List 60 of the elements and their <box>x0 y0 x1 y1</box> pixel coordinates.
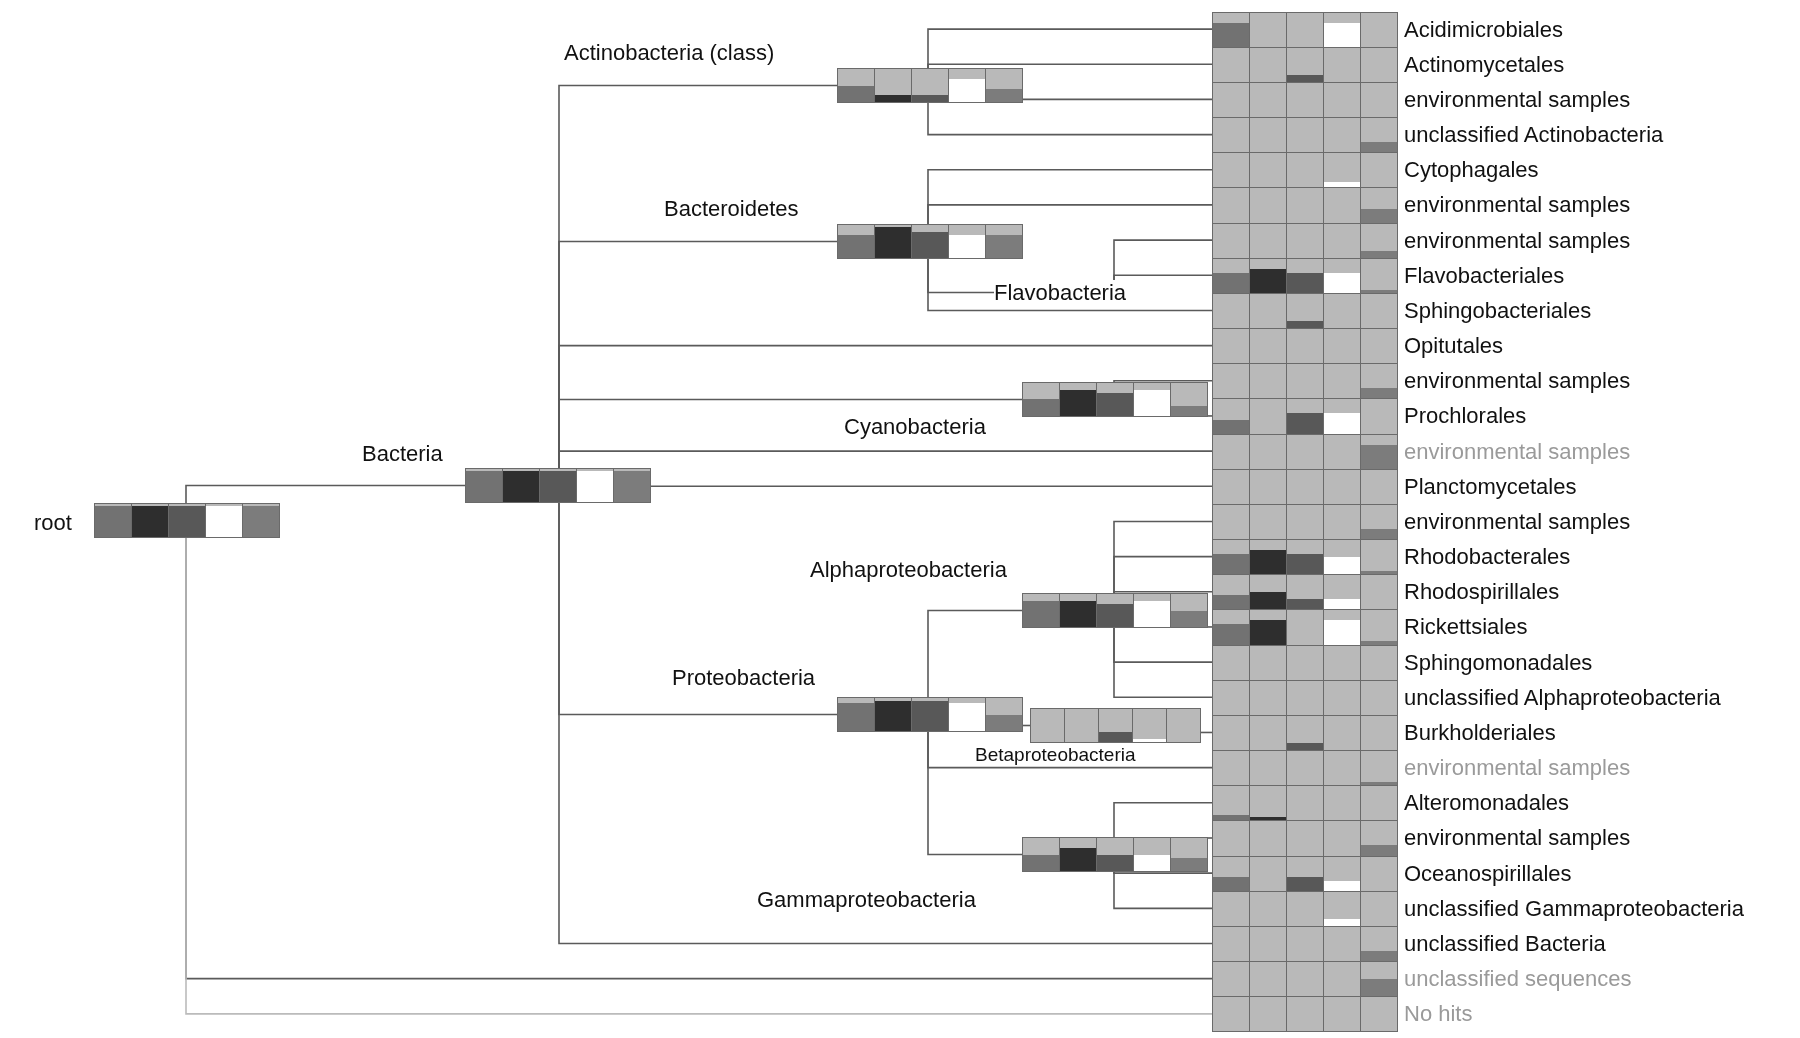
tree-branch <box>1113 802 1213 838</box>
tree-branch <box>1113 379 1213 383</box>
tree-branch <box>1113 274 1213 281</box>
tree-branch <box>927 63 1213 69</box>
taxon-label: Sphingobacteriales <box>1404 297 1592 323</box>
taxon-label: Gammaproteobacteria <box>757 887 976 912</box>
taxon-label: environmental samples <box>1404 227 1631 253</box>
tree-branch <box>185 484 466 504</box>
tree-branch <box>1113 871 1213 874</box>
taxon-label: Flavobacteriales <box>1404 262 1565 288</box>
tree-branch <box>927 258 1213 312</box>
taxon-label: Actinomycetales <box>1404 51 1565 77</box>
taxon-label: Flavobacteria <box>994 280 1127 305</box>
taxon-label: Sphingomonadales <box>1404 649 1593 675</box>
taxon-label: environmental samples <box>1404 508 1631 534</box>
taxon-label: environmental samples <box>1404 755 1631 781</box>
tree-branch <box>927 102 1213 136</box>
tree-branch <box>1207 837 1213 839</box>
taxon-label: Actinobacteria (class) <box>564 40 775 65</box>
taxon-label: unclassified Actinobacteria <box>1404 122 1664 148</box>
taxon-label: Oceanospirillales <box>1404 860 1572 886</box>
taxon-label: Burkholderiales <box>1404 719 1556 745</box>
taxon-label: environmental samples <box>1404 368 1631 394</box>
tree-branch <box>1207 626 1213 628</box>
taxon-label: Bacteroidetes <box>664 196 799 221</box>
taxon-label: environmental samples <box>1404 825 1631 851</box>
taxon-label: Prochlorales <box>1404 403 1527 429</box>
tree-branch <box>1113 627 1213 699</box>
taxon-label: Alteromonadales <box>1404 790 1570 816</box>
taxon-label: Proteobacteria <box>672 665 816 690</box>
taxon-label: Planctomycetales <box>1404 473 1577 499</box>
taxon-label: Cyanobacteria <box>844 414 986 439</box>
taxon-label: Rickettsiales <box>1404 614 1528 640</box>
taxon-label: unclassified Gammaproteobacteria <box>1404 895 1744 921</box>
tree-branch <box>1113 555 1213 594</box>
taxon-label: No hits <box>1404 1001 1473 1027</box>
taxon-label: Bacteria <box>362 441 443 466</box>
taxon-label: Acidimicrobiales <box>1404 16 1563 42</box>
tree-branch <box>1207 415 1213 417</box>
taxon-label: environmental samples <box>1404 86 1631 112</box>
taxon-label: unclassified Bacteria <box>1404 931 1606 956</box>
tree-branch <box>927 204 1213 225</box>
tree-branch <box>927 731 1023 856</box>
taxon-label: Alphaproteobacteria <box>810 557 1007 582</box>
taxon-label: unclassified Alphaproteobacteria <box>1404 684 1721 710</box>
taxon-label: Cytophagales <box>1404 157 1539 183</box>
taxon-label: Betaproteobacteria <box>975 744 1136 766</box>
tree-branch <box>1113 591 1213 594</box>
tree-branch <box>1113 871 1213 910</box>
taxon-label: Rhodobacterales <box>1404 544 1571 570</box>
taxon-label: root <box>34 510 72 535</box>
taxon-label: Rhodospirillales <box>1404 579 1560 605</box>
tree-branch <box>927 609 1023 698</box>
taxon-label: environmental samples <box>1404 438 1631 464</box>
tree-branch <box>558 502 1213 945</box>
tree-branch <box>650 485 1213 488</box>
taxon-label: environmental samples <box>1404 192 1631 218</box>
tree-branch <box>1022 98 1213 101</box>
taxon-label: Opitutales <box>1404 333 1504 359</box>
taxon-label: unclassified sequences <box>1404 966 1632 992</box>
